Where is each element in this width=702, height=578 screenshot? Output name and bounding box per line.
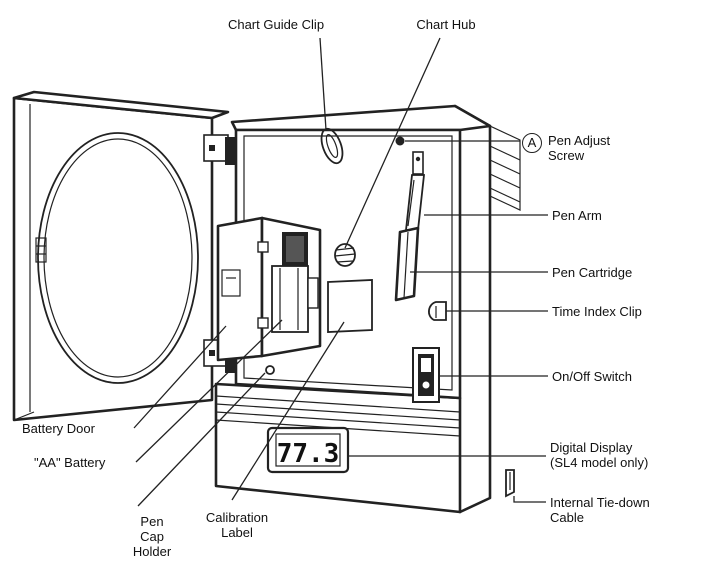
- display-reading: 77.3: [277, 439, 340, 469]
- label-pen-arm: Pen Arm: [552, 208, 602, 223]
- label-battery-door: Battery Door: [22, 421, 95, 436]
- pen-adjust-marker-letter: A: [527, 135, 537, 150]
- label-aa-battery: "AA" Battery: [34, 455, 106, 470]
- battery-compartment: [216, 216, 322, 362]
- door-hinges: [203, 134, 239, 373]
- label-digital-display-line2: (SL4 model only): [550, 455, 649, 470]
- label-pen-adjust-screw-line1: Pen Adjust: [548, 133, 611, 148]
- label-pen-cap-holder-line1: Pen: [140, 514, 164, 529]
- side-vent: [489, 125, 521, 211]
- pen-cap-holder-shape: [265, 365, 275, 375]
- time-index-clip-shape: [428, 301, 447, 321]
- label-on-off-switch: On/Off Switch: [552, 369, 632, 384]
- label-calibration-line1: Calibration: [205, 510, 269, 525]
- pen-assembly: [394, 151, 426, 302]
- label-pen-cap-holder-line2: Cap: [140, 529, 164, 544]
- label-pen-cartridge: Pen Cartridge: [552, 265, 633, 280]
- chart-hub-shape: [334, 243, 356, 267]
- calibration-label-shape: [327, 279, 373, 333]
- label-internal-tiedown-line2: Cable: [550, 510, 584, 525]
- on-off-switch-shape: [412, 347, 440, 403]
- pen-adjust-marker: A: [522, 133, 542, 153]
- digital-display-shape: 77.3: [266, 426, 350, 474]
- internal-tiedown-cable-shape: [505, 469, 515, 498]
- label-digital-display-line1: Digital Display: [550, 440, 633, 455]
- label-internal-tiedown-line1: Internal Tie-down: [550, 495, 650, 510]
- label-chart-guide-clip: Chart Guide Clip: [227, 17, 325, 32]
- label-pen-adjust-screw-line2: Screw: [548, 148, 585, 163]
- label-calibration-line2: Label: [221, 525, 253, 540]
- label-chart-hub: Chart Hub: [416, 17, 476, 32]
- front-door: [12, 90, 230, 422]
- label-time-index-clip: Time Index Clip: [552, 304, 642, 319]
- label-pen-cap-holder-line3: Holder: [132, 544, 172, 559]
- chart-window: [37, 132, 199, 384]
- leader-lines: [133, 37, 548, 507]
- pen-adjust-screw-shape: [395, 136, 405, 146]
